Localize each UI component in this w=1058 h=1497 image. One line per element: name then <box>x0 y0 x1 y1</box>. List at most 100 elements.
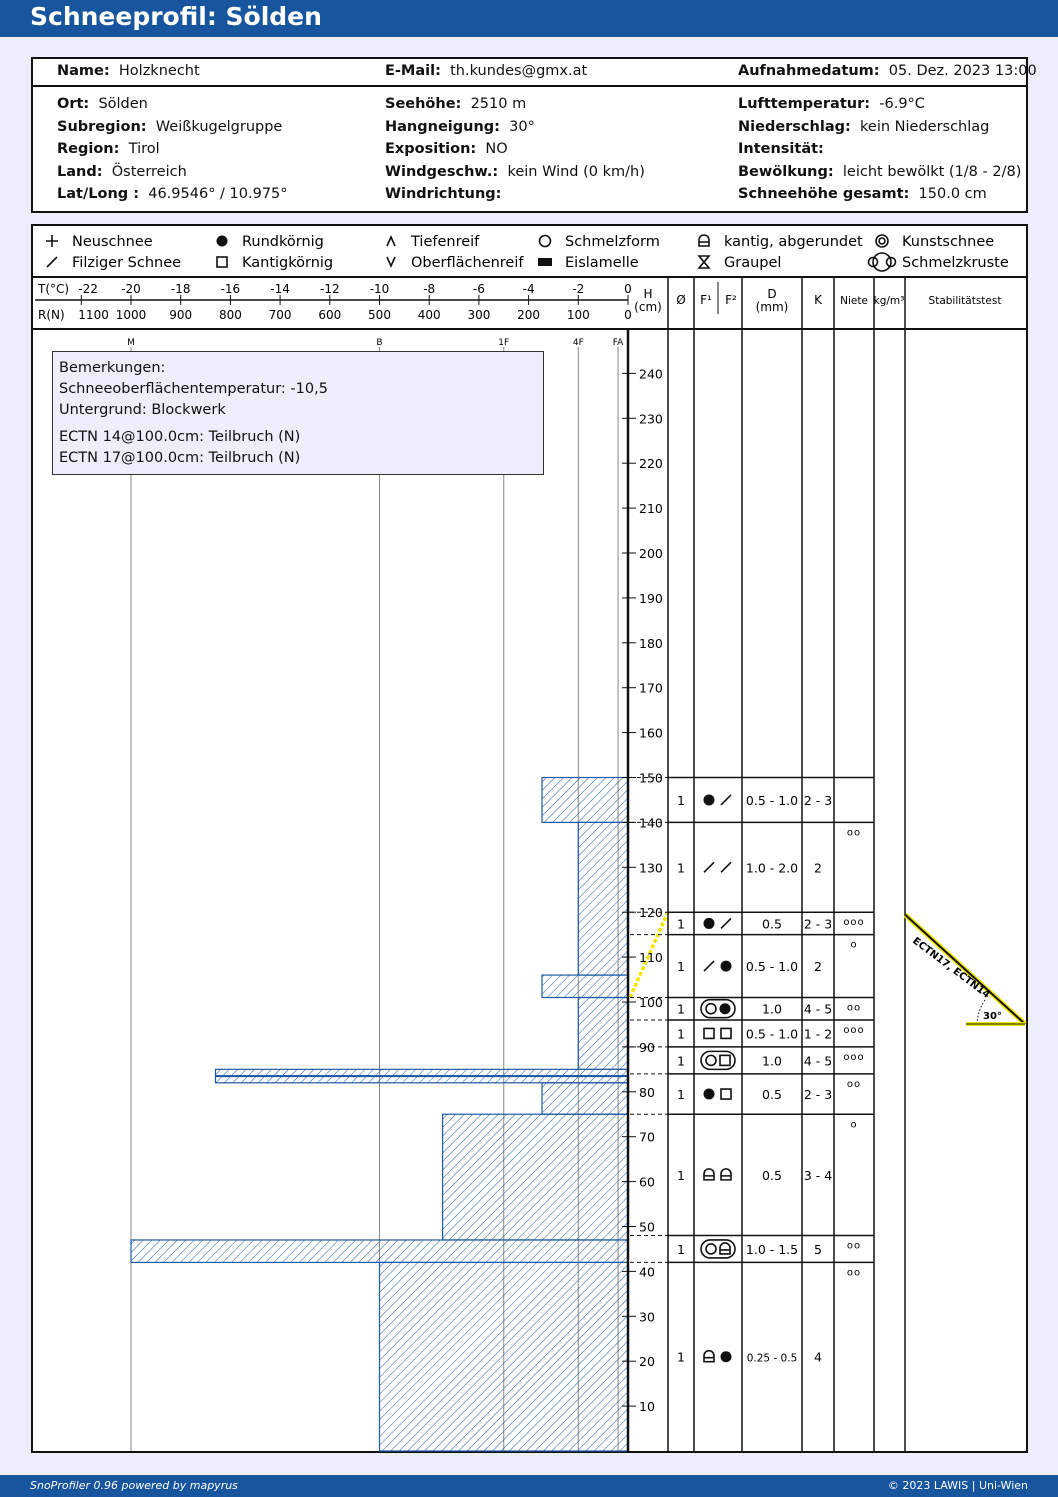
h-tick-label: 50 <box>639 1220 655 1235</box>
slope-angle-label: 30° <box>983 1011 1002 1022</box>
cell-phi: 1 <box>677 916 685 931</box>
h-tick-label: 40 <box>639 1264 655 1279</box>
t-tick-label: -6 <box>473 282 485 296</box>
t-tick-label: -8 <box>423 282 435 296</box>
hardness-layer <box>214 1068 629 1077</box>
h-tick-label: 150 <box>639 771 663 786</box>
cell-grain-size: 1.0 - 1.5 <box>746 1242 798 1257</box>
h-tick-label: 30 <box>639 1309 655 1324</box>
r-tick-label: 400 <box>418 308 441 322</box>
cell-phi: 1 <box>677 1053 685 1068</box>
hardness-layer <box>442 1113 629 1241</box>
legend-label: Eislamelle <box>565 255 639 271</box>
remark-test: ECTN 14@100.0cm: Teilbruch (N) <box>59 429 301 445</box>
hardness-index-label: 4F <box>573 338 584 348</box>
dot-icon <box>216 235 228 247</box>
h-tick-label: 160 <box>639 726 663 741</box>
cell-phi: 1 <box>677 959 685 974</box>
legend-label: Kunstschnee <box>902 234 994 250</box>
h-tick-label: 110 <box>639 950 663 965</box>
cell-phi: 1 <box>677 1087 685 1102</box>
arch-icon <box>703 1349 715 1363</box>
observer-email: E-Mail: th.kundes@gmx.at <box>385 63 588 79</box>
remarks-title: Bemerkungen: <box>59 360 166 376</box>
footer-copyright: © 2023 LAWIS | Uni-Wien <box>887 1479 1028 1492</box>
cell-phi: 1 <box>677 1002 685 1017</box>
cell-hardness: 4 - 5 <box>804 1053 832 1068</box>
column-header: F² <box>725 293 737 307</box>
target-icon <box>875 234 889 248</box>
legend-label: Rundkörnig <box>242 234 324 250</box>
crust-icon <box>867 256 879 268</box>
melt-crust-icon <box>700 1239 736 1259</box>
r-tick-label: 800 <box>219 308 242 322</box>
hardness-layer <box>541 776 629 824</box>
info-field: Ort: Sölden <box>57 96 148 112</box>
cell-phi: 1 <box>677 860 685 875</box>
column-header: Ø <box>676 293 685 307</box>
hardness-index-label: 1F <box>498 338 509 348</box>
square-icon <box>703 1027 715 1040</box>
observer-name: Name: Holzknecht <box>57 63 200 79</box>
cell-hardness: 2 <box>814 959 822 974</box>
h-tick-label: 210 <box>639 501 663 516</box>
cell-grain-size: 0.5 <box>762 916 782 931</box>
dot-icon <box>719 1003 731 1015</box>
info-panel: Name: Holzknecht E-Mail: th.kundes@gmx.a… <box>31 57 1037 213</box>
cell-phi: 1 <box>677 1168 685 1183</box>
r-tick-label: 0 <box>624 308 632 322</box>
info-field: Land: Österreich <box>57 163 187 180</box>
column-header: kg/m³ <box>874 295 905 307</box>
cell-hardness: 2 - 3 <box>804 916 832 931</box>
h-tick-label: 190 <box>639 591 663 606</box>
cell-phi: 1 <box>677 1026 685 1041</box>
cell-grain-size: 1.0 - 2.0 <box>746 860 798 875</box>
hardness-layer <box>214 1075 629 1084</box>
info-field: Subregion: Weißkugelgruppe <box>57 118 283 135</box>
h-tick-label: 220 <box>639 456 663 471</box>
melt-crust-icon <box>700 1050 736 1071</box>
cell-phi: 1 <box>677 1350 685 1365</box>
cell-grain-size: 0.5 - 1.0 <box>746 793 798 808</box>
cell-grain-size: 0.5 <box>762 1087 782 1102</box>
arch-icon <box>719 1242 731 1255</box>
hardness-layer <box>577 996 629 1070</box>
legend-label: Kantigkörnig <box>242 255 333 271</box>
page-title: Schneeprofil: Sölden <box>0 0 1058 37</box>
t-tick-label: -22 <box>78 282 98 296</box>
info-field: Schneehöhe gesamt: 150.0 cm <box>738 186 987 202</box>
info-field: Windrichtung: <box>385 186 502 202</box>
plus-icon <box>46 235 58 247</box>
hardness-layer <box>541 974 629 999</box>
cell-niete: o <box>850 1119 857 1130</box>
caret-icon <box>386 235 396 247</box>
footer-software: SnoProfiler 0.96 powered by mapyrus <box>30 1479 238 1492</box>
crust-icon <box>885 256 897 268</box>
remark-line: Schneeoberflächentemperatur: -10,5 <box>59 381 328 397</box>
cell-phi: 1 <box>677 793 685 808</box>
h-axis-label: H <box>643 287 652 301</box>
r-tick-label: 500 <box>368 308 391 322</box>
h-axis-unit: (cm) <box>634 300 662 314</box>
t-tick-label: -12 <box>320 282 340 296</box>
h-tick-label: 120 <box>639 905 663 920</box>
square-icon <box>216 256 228 268</box>
cell-niete: ooo <box>843 1025 864 1036</box>
cell-grain-size: 1.0 <box>762 1053 782 1068</box>
hardness-layer <box>577 821 629 976</box>
remark-line: Untergrund: Blockwerk <box>59 402 226 418</box>
h-tick-label: 170 <box>639 681 663 696</box>
cell-grain-size: 0.25 - 0.5 <box>747 1353 798 1365</box>
hardness-index-label: M <box>127 338 135 348</box>
t-tick-label: -10 <box>370 282 390 296</box>
h-tick-label: 130 <box>639 860 663 875</box>
t-axis-label: T(°C) <box>37 282 69 296</box>
cell-phi: 1 <box>677 1242 685 1257</box>
failure-layer-marker <box>628 911 670 999</box>
hardness-layer <box>378 1261 629 1452</box>
round-icon <box>705 1243 717 1255</box>
t-tick-label: -14 <box>270 282 290 296</box>
r-tick-label: 700 <box>269 308 292 322</box>
